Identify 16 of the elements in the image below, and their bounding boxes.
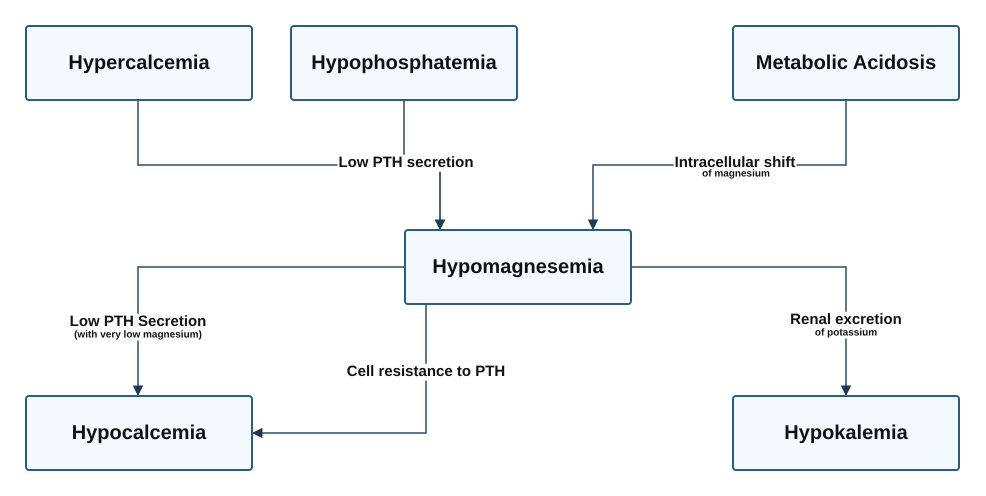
edge-note: of potassium bbox=[814, 328, 878, 338]
arrow bbox=[252, 305, 427, 438]
process-box: Hypokalemia bbox=[732, 395, 960, 471]
edge-label: Low PTH Secretion bbox=[68, 314, 208, 330]
arrow bbox=[632, 266, 852, 396]
edge-label: Renal excretion bbox=[789, 312, 903, 328]
process-box: Hypophosphatemia bbox=[290, 25, 518, 101]
process-box: Hypocalcemia bbox=[25, 395, 253, 471]
edge-note: of magnesium bbox=[701, 168, 771, 180]
process-box: Hypomagnesemia bbox=[404, 229, 632, 305]
edge-label: Cell resistance to PTH bbox=[346, 364, 506, 380]
edge-label: Low PTH secretion bbox=[337, 154, 475, 172]
process-box: Hypercalcemia bbox=[25, 25, 253, 101]
edge-note: (with very low magnesium) bbox=[73, 330, 203, 340]
arrow bbox=[132, 266, 404, 396]
process-box: Metabolic Acidosis bbox=[732, 25, 960, 101]
